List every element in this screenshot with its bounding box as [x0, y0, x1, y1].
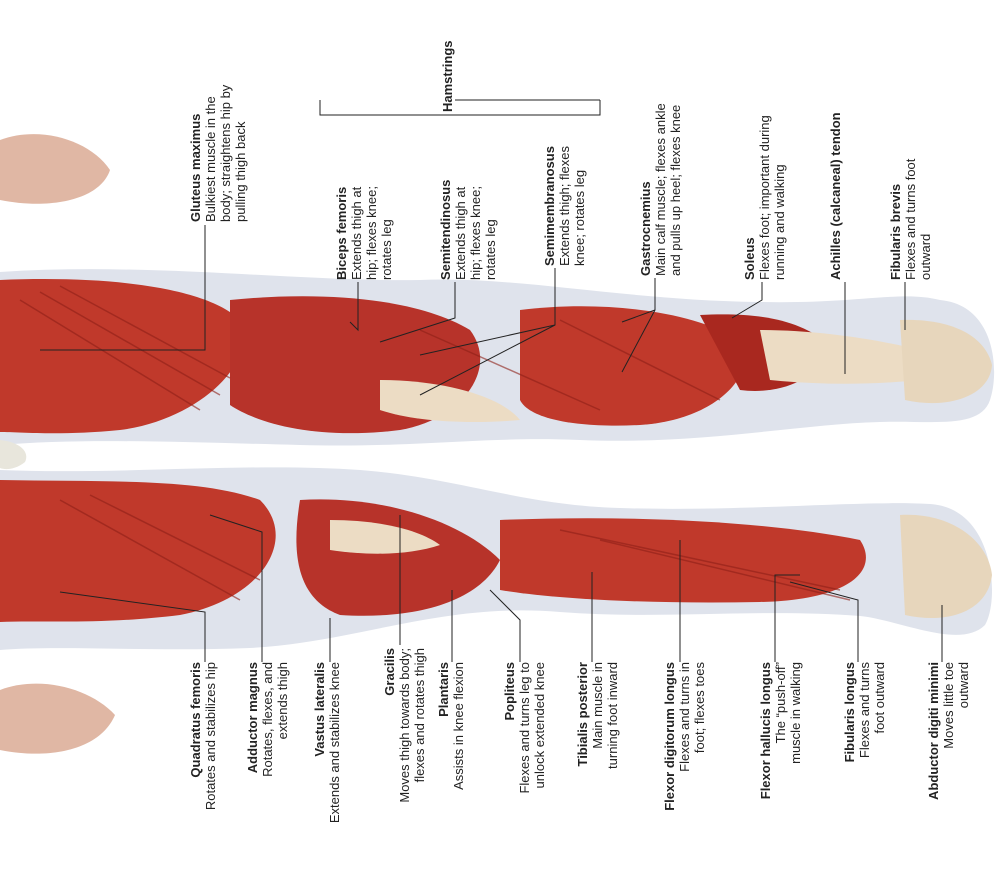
- desc-line: foot; flexes toes: [692, 662, 707, 858]
- title: Achilles (calcaneal) tendon: [828, 112, 843, 280]
- title: Fibularis brevis: [888, 159, 903, 280]
- desc-line: Flexes and turns in: [677, 662, 692, 858]
- desc-line: hip; flexes knee;: [468, 180, 483, 280]
- label-popliteus: Popliteus Flexes and turns leg to unlock…: [502, 662, 547, 858]
- desc-line: and pulls up heel; flexes knee: [668, 103, 683, 276]
- desc-line: Extends thigh at: [349, 186, 364, 280]
- desc-line: pulling thigh back: [233, 85, 248, 222]
- title: Adductor magnus: [245, 662, 260, 858]
- label-biceps-femoris: Biceps femoris Extends thigh at hip; fle…: [334, 186, 394, 280]
- desc-line: Flexes and turns foot: [903, 159, 918, 280]
- desc-line: Flexes and turns leg to: [517, 662, 532, 858]
- label-vastus-lateralis: Vastus lateralis Extends and stabilizes …: [312, 662, 342, 858]
- desc-line: running and walking: [772, 115, 787, 280]
- desc-line: Moves thigh towards body;: [397, 648, 412, 858]
- label-abductor-digiti-minimi: Abductor digiti minimi Moves little toe …: [926, 662, 971, 858]
- pelvis-bone: [0, 440, 26, 469]
- title: Flexor digitorum longus: [662, 662, 677, 858]
- desc-line: Rotates, flexes, and: [260, 662, 275, 858]
- label-quadratus-femoris: Quadratus femoris Rotates and stabilizes…: [188, 662, 218, 858]
- title: Flexor hallucis longus: [758, 662, 773, 858]
- title: Gastrocnemius: [638, 103, 653, 276]
- desc-line: body; straightens hip by: [218, 85, 233, 222]
- desc-line: hip; flexes knee;: [364, 186, 379, 280]
- title: Soleus: [742, 115, 757, 280]
- hamstrings-label: Hamstrings: [440, 40, 455, 112]
- title: Fibularis longus: [842, 662, 857, 858]
- label-adductor-magnus: Adductor magnus Rotates, flexes, and ext…: [245, 662, 290, 858]
- desc-line: Main calf muscle; flexes ankle: [653, 103, 668, 276]
- label-gracilis: Gracilis Moves thigh towards body; flexe…: [382, 648, 427, 858]
- title: Gracilis: [382, 648, 397, 858]
- title: Abductor digiti minimi: [926, 662, 941, 858]
- lower-foot: [900, 515, 992, 618]
- label-tibialis-posterior: Tibialis posterior Main muscle in turnin…: [575, 662, 620, 858]
- hamstrings-bracket: [320, 100, 600, 115]
- hamstrings-title: Hamstrings: [440, 40, 455, 112]
- desc-line: muscle in walking: [788, 662, 803, 858]
- desc-line: Extends thigh; flexes: [557, 146, 572, 266]
- title: Semimembranosus: [542, 146, 557, 266]
- label-flexor-hallucis-longus: Flexor hallucis longus The “push-off” mu…: [758, 662, 803, 858]
- desc-line: Flexes foot; important during: [757, 115, 772, 280]
- bottom-foot-inset: [0, 684, 115, 754]
- title: Semitendinosus: [438, 180, 453, 280]
- title: Vastus lateralis: [312, 662, 327, 858]
- desc-line: Extends thigh at: [453, 180, 468, 280]
- top-foot-inset: [0, 134, 110, 204]
- label-gastrocnemius: Gastrocnemius Main calf muscle; flexes a…: [638, 103, 683, 276]
- desc-line: Rotates and stabilizes hip: [203, 662, 218, 858]
- desc-line: Flexes and turns: [857, 662, 872, 858]
- label-semimembranosus: Semimembranosus Extends thigh; flexes kn…: [542, 146, 587, 266]
- label-gluteus-maximus: Gluteus maximus Bulkiest muscle in the b…: [188, 85, 248, 222]
- label-plantaris: Plantaris Assists in knee flexion: [436, 662, 466, 858]
- desc-line: The “push-off”: [773, 662, 788, 858]
- desc-line: foot outward: [872, 662, 887, 858]
- title: Gluteus maximus: [188, 85, 203, 222]
- label-semitendinosus: Semitendinosus Extends thigh at hip; fle…: [438, 180, 498, 280]
- desc-line: Main muscle in: [590, 662, 605, 858]
- title: Biceps femoris: [334, 186, 349, 280]
- desc-line: unlock extended knee: [532, 662, 547, 858]
- label-flexor-digitorum-longus: Flexor digitorum longus Flexes and turns…: [662, 662, 707, 858]
- desc-line: Extends and stabilizes knee: [327, 662, 342, 858]
- desc-line: rotates leg: [483, 180, 498, 280]
- label-achilles: Achilles (calcaneal) tendon: [828, 112, 843, 280]
- desc-line: rotates leg: [379, 186, 394, 280]
- label-fibularis-brevis: Fibularis brevis Flexes and turns foot o…: [888, 159, 933, 280]
- title: Plantaris: [436, 662, 451, 858]
- desc-line: Bulkiest muscle in the: [203, 85, 218, 222]
- title: Popliteus: [502, 662, 517, 858]
- desc-line: outward: [956, 662, 971, 858]
- title: Quadratus femoris: [188, 662, 203, 858]
- desc-line: flexes and rotates thigh: [412, 648, 427, 858]
- label-fibularis-longus: Fibularis longus Flexes and turns foot o…: [842, 662, 887, 858]
- desc-line: extends thigh: [275, 662, 290, 858]
- desc-line: outward: [918, 159, 933, 280]
- desc-line: Moves little toe: [941, 662, 956, 858]
- desc-line: knee; rotates leg: [572, 146, 587, 266]
- desc-line: turning foot inward: [605, 662, 620, 858]
- title: Tibialis posterior: [575, 662, 590, 858]
- desc-line: Assists in knee flexion: [451, 662, 466, 858]
- label-soleus: Soleus Flexes foot; important during run…: [742, 115, 787, 280]
